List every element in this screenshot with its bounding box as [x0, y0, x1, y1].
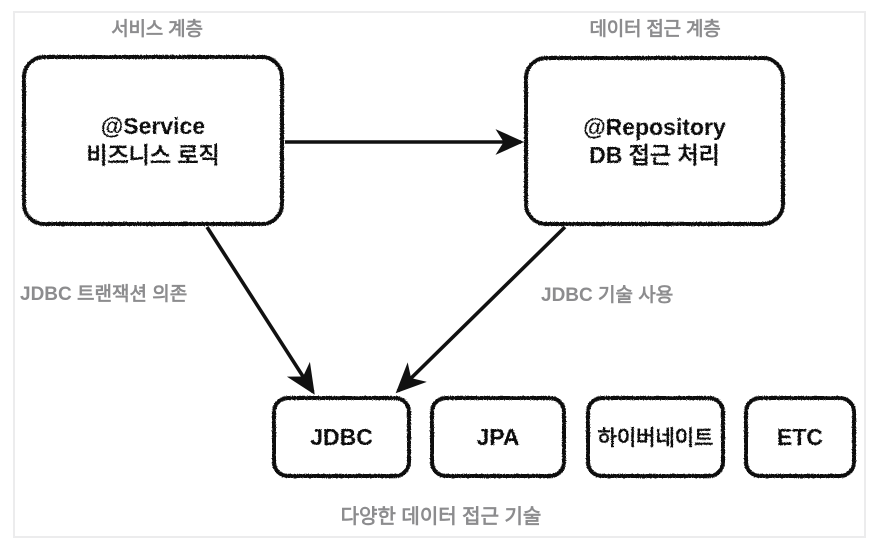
tech-box-jdbc[interactable]: JDBC: [272, 396, 411, 478]
node-service-annotation: @Service: [100, 113, 206, 140]
section-header-service-layer: 서비스 계층: [111, 19, 203, 40]
edge-label-jdbc-technology-usage: JDBC 기술 사용: [541, 285, 674, 306]
section-header-data-access-layer: 데이터 접근 계층: [589, 19, 721, 40]
node-service-description: 비즈니스 로직: [86, 141, 220, 168]
node-repository-description: DB 접근 처리: [589, 142, 720, 168]
tech-box-jdbc-label: JDBC: [310, 423, 373, 450]
tech-box-jpa-label: JPA: [476, 423, 520, 450]
edge-label-jdbc-transaction-dependency: JDBC 트랜잭션 의존: [20, 284, 188, 305]
tech-box-etc[interactable]: ETC: [744, 396, 856, 478]
node-repository-annotation: @Repository: [583, 113, 726, 140]
tech-box-etc-label: ETC: [777, 423, 823, 450]
tech-box-jpa[interactable]: JPA: [430, 396, 566, 478]
tech-box-hibernate[interactable]: 하이버네이트: [586, 396, 725, 478]
node-repository[interactable]: @Repository DB 접근 처리: [524, 56, 785, 226]
node-service[interactable]: @Service 비즈니스 로직: [22, 55, 284, 226]
tech-box-hibernate-label: 하이버네이트: [597, 427, 714, 450]
diagram-caption: 다양한 데이터 접근 기술: [340, 506, 542, 528]
